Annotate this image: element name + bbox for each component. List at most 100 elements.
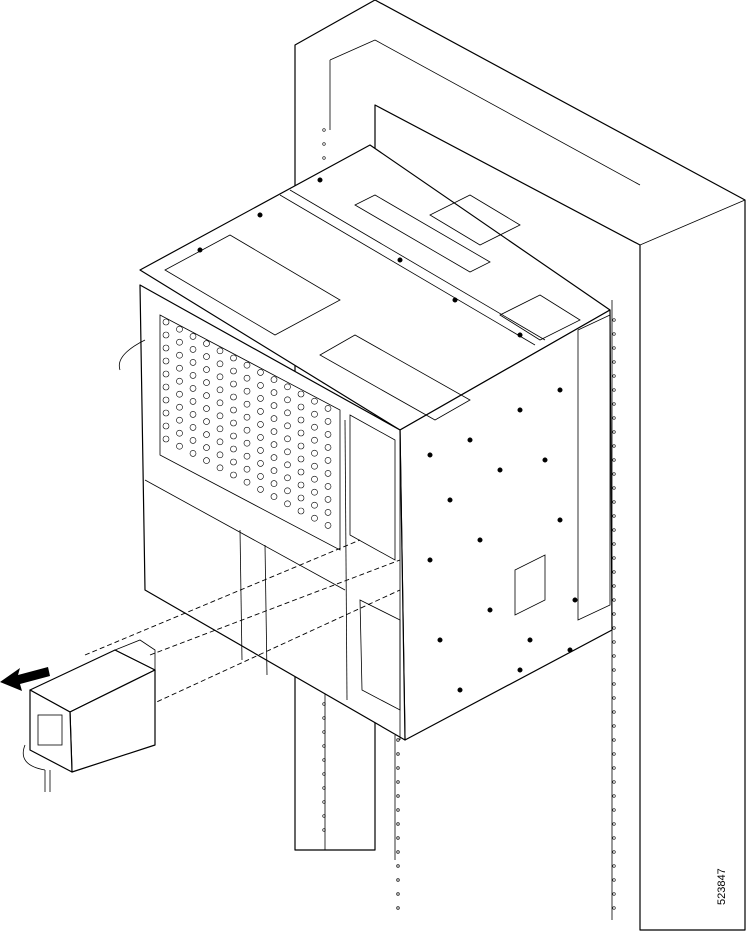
hole <box>230 367 237 375</box>
hole <box>243 452 251 460</box>
hole <box>203 457 210 464</box>
hole <box>322 814 326 818</box>
hole <box>162 396 170 404</box>
hole <box>612 766 616 770</box>
hole <box>189 398 197 405</box>
hole <box>270 493 278 500</box>
hole <box>612 640 616 644</box>
hole <box>612 696 616 700</box>
hole <box>162 409 170 417</box>
hole <box>297 416 305 424</box>
hole <box>297 468 305 476</box>
hole <box>189 411 197 418</box>
hole <box>270 376 278 383</box>
hole <box>257 395 264 402</box>
hole <box>243 465 251 473</box>
hole <box>284 396 291 404</box>
hole <box>396 864 400 868</box>
hole <box>162 357 170 365</box>
hole <box>612 682 616 686</box>
hole <box>189 450 197 457</box>
hole <box>176 364 183 372</box>
hole <box>322 716 326 720</box>
hole <box>467 437 473 443</box>
hole <box>612 780 616 784</box>
hole <box>311 488 318 496</box>
hole <box>284 422 291 430</box>
hole <box>189 372 197 379</box>
hole <box>257 408 264 415</box>
hole <box>396 850 400 854</box>
hole <box>452 297 458 303</box>
hole <box>162 318 170 326</box>
hole <box>284 474 291 482</box>
hole <box>612 878 616 882</box>
hole <box>612 710 616 714</box>
hole <box>230 393 237 401</box>
figure-id: 523847 <box>716 868 728 905</box>
hole <box>324 509 332 516</box>
hole <box>437 637 443 643</box>
hole <box>612 346 616 350</box>
hole <box>216 451 224 459</box>
hole <box>284 435 291 443</box>
hole <box>216 464 224 472</box>
hole <box>162 370 170 378</box>
hole <box>612 822 616 826</box>
hole <box>216 347 224 355</box>
hole <box>203 392 210 399</box>
hole <box>162 422 170 430</box>
hole <box>257 447 264 454</box>
hole <box>243 426 251 434</box>
hole <box>257 212 263 218</box>
hole <box>162 331 170 339</box>
hole <box>297 442 305 450</box>
hole <box>612 626 616 630</box>
hole <box>311 423 318 431</box>
hole <box>230 458 237 466</box>
hole <box>297 390 305 398</box>
hole <box>311 501 318 509</box>
hole <box>203 405 210 412</box>
hole <box>612 752 616 756</box>
hole <box>517 667 523 673</box>
hole <box>311 397 318 405</box>
hole <box>612 836 616 840</box>
hole <box>203 444 210 451</box>
hole <box>257 421 264 428</box>
hole <box>216 386 224 394</box>
hole <box>517 407 523 413</box>
hole <box>197 247 203 253</box>
hole <box>612 360 616 364</box>
hole <box>322 786 326 790</box>
hole <box>322 772 326 776</box>
hole <box>324 405 332 412</box>
hole <box>457 687 463 693</box>
removal-direction-arrow-icon <box>0 667 50 691</box>
hole <box>257 486 264 493</box>
hole <box>216 360 224 368</box>
hole <box>257 460 264 467</box>
hole <box>612 318 616 322</box>
hole <box>284 409 291 417</box>
hole <box>270 467 278 474</box>
hole <box>203 418 210 425</box>
power-supply-module[interactable] <box>22 639 156 792</box>
hole <box>427 557 433 563</box>
hole <box>612 416 616 420</box>
chassis <box>118 144 613 741</box>
hole <box>324 457 332 464</box>
hole <box>189 333 197 340</box>
hole <box>487 607 493 613</box>
hole <box>567 647 573 653</box>
hole <box>322 128 326 132</box>
hole <box>322 730 326 734</box>
hole <box>322 702 326 706</box>
hole <box>612 458 616 462</box>
chassis-screws <box>197 177 578 693</box>
hole <box>542 457 548 463</box>
hole <box>257 434 264 441</box>
hole <box>612 556 616 560</box>
hole <box>612 374 616 378</box>
hole <box>557 387 563 393</box>
